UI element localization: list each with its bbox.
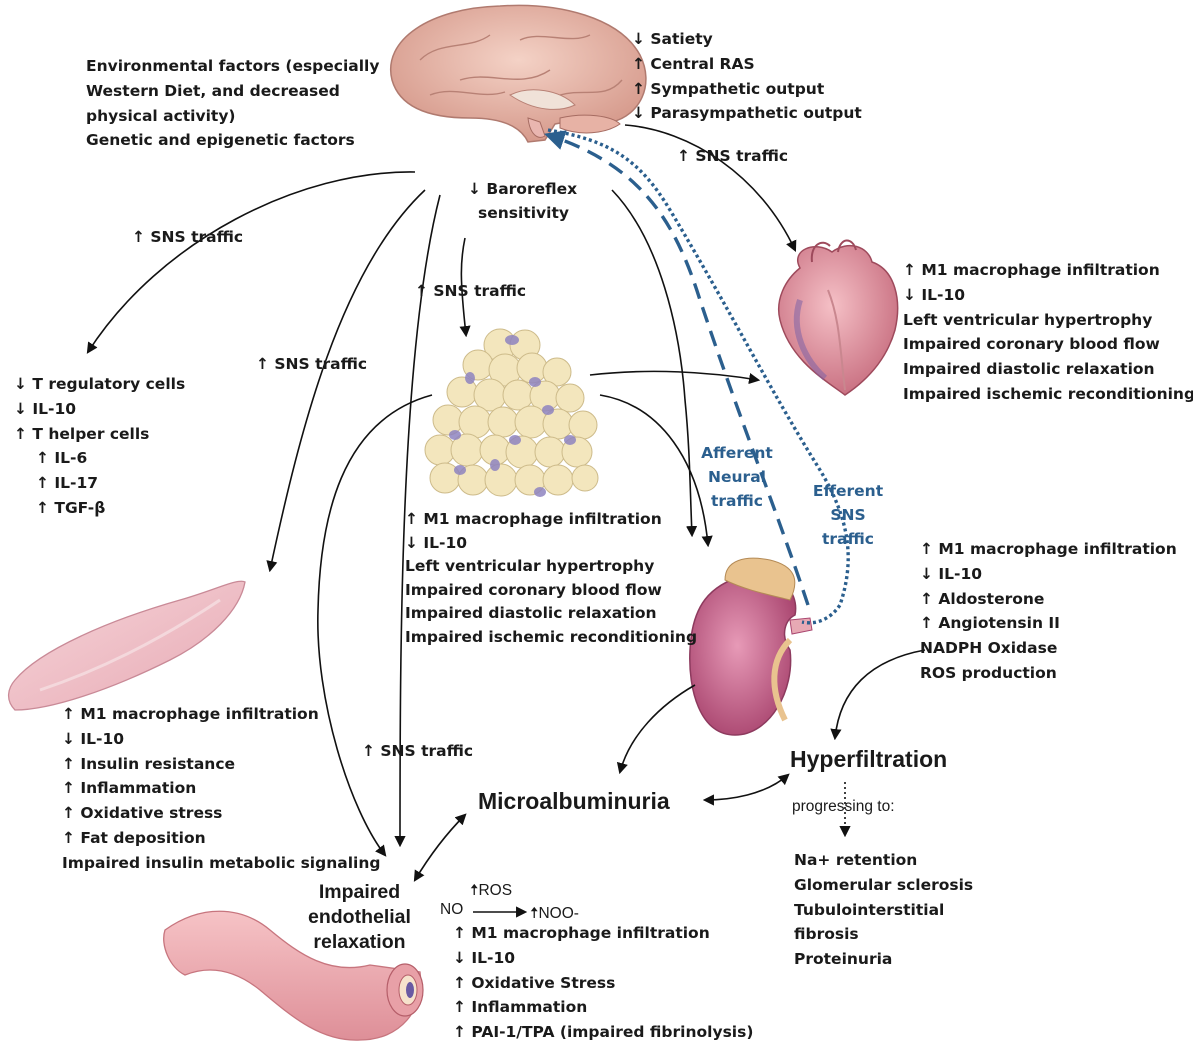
kidney-effect: ↑ Aldosterone xyxy=(920,587,1177,612)
vessel-effect: ↓ IL-10 xyxy=(453,946,753,971)
efferent-line: traffic xyxy=(806,527,890,551)
muscle-effects-list: ↑ M1 macrophage infiltration ↓ IL-10 ↑ I… xyxy=(62,702,380,876)
progressing-label: progressing to: xyxy=(792,798,895,816)
microalbuminuria-label: Microalbuminuria xyxy=(478,788,670,815)
vessel-effect: ↑ PAI-1/TPA (impaired fibrinolysis) xyxy=(453,1020,753,1045)
progression-item: fibrosis xyxy=(794,922,973,947)
progression-item: Tubulointerstitial xyxy=(794,898,973,923)
environment-line: Environmental factors (especially xyxy=(86,54,379,79)
efferent-line: Efferent xyxy=(806,479,890,503)
efferent-sns-label: Efferent SNS traffic xyxy=(806,479,890,551)
noo-text: NOO- xyxy=(538,905,578,922)
muscle-effect: ↓ IL-10 xyxy=(62,727,380,752)
immune-effect: ↓ T regulatory cells xyxy=(14,372,185,397)
environment-line: Western Diet, and decreased xyxy=(86,79,379,104)
heart-effect: Left ventricular hypertrophy xyxy=(903,308,1193,333)
heart-illustration xyxy=(779,240,898,395)
environment-line: Genetic and epigenetic factors xyxy=(86,128,379,153)
kidney-effect: ROS production xyxy=(920,661,1177,686)
endothelial-label: Impaired endothelial relaxation xyxy=(308,880,411,955)
immune-effect: ↑ IL-17 xyxy=(14,471,185,496)
endothelial-line: endothelial xyxy=(308,905,411,930)
progression-item: Proteinuria xyxy=(794,947,973,972)
environment-list: Environmental factors (especially Wester… xyxy=(86,54,379,153)
immune-effect: ↑ TGF-β xyxy=(14,496,185,521)
afferent-line: Afferent xyxy=(695,441,779,465)
afferent-line: traffic xyxy=(695,489,779,513)
muscle-effect: Impaired insulin metabolic signaling xyxy=(62,851,380,876)
immune-effect: ↑ IL-6 xyxy=(14,446,185,471)
vessel-effect: ↑ M1 macrophage infiltration xyxy=(453,921,753,946)
baroreflex-line: ↓ Baroreflex xyxy=(468,177,577,201)
brain-effect: ↓ Satiety xyxy=(632,27,862,52)
brain-effect: ↑ Sympathetic output xyxy=(632,77,862,102)
vessel-effects-list: ↑ M1 macrophage infiltration ↓ IL-10 ↑ O… xyxy=(453,921,753,1045)
immune-effect: ↑ T helper cells xyxy=(14,422,185,447)
heart-effect: Impaired coronary blood flow xyxy=(903,332,1193,357)
sns-traffic-label-muscle: ↑ SNS traffic xyxy=(256,355,367,373)
muscle-effect: ↑ Insulin resistance xyxy=(62,752,380,777)
immune-effects-list: ↓ T regulatory cells ↓ IL-10 ↑ T helper … xyxy=(14,372,185,521)
vessel-effect: ↑ Inflammation xyxy=(453,995,753,1020)
adipose-effect: ↓ IL-10 xyxy=(405,532,697,556)
baroreflex-line: sensitivity xyxy=(468,201,577,225)
ros-label: 🠅ROS xyxy=(470,878,512,905)
brain-effect: ↑ Central RAS xyxy=(632,52,862,77)
progression-item: Na+ retention xyxy=(794,848,973,873)
adipose-illustration xyxy=(425,329,598,496)
efferent-line: SNS xyxy=(806,503,890,527)
adipose-effect: ↑ M1 macrophage infiltration xyxy=(405,508,697,532)
adipose-effect: Impaired diastolic relaxation xyxy=(405,602,697,626)
adipose-effect: Impaired coronary blood flow xyxy=(405,579,697,603)
afferent-line: Neural xyxy=(695,465,779,489)
immune-effect: ↓ IL-10 xyxy=(14,397,185,422)
muscle-effect: ↑ Fat deposition xyxy=(62,826,380,851)
environment-line: physical activity) xyxy=(86,104,379,129)
kidney-effect: ↓ IL-10 xyxy=(920,562,1177,587)
adipose-effect: Left ventricular hypertrophy xyxy=(405,555,697,579)
brain-illustration xyxy=(391,5,646,142)
adipose-effect: Impaired ischemic reconditioning xyxy=(405,626,697,650)
muscle-effect: ↑ M1 macrophage infiltration xyxy=(62,702,380,727)
muscle-illustration xyxy=(9,581,245,710)
kidney-illustration xyxy=(690,558,812,735)
muscle-effect: ↑ Inflammation xyxy=(62,776,380,801)
heart-effect: ↓ IL-10 xyxy=(903,283,1193,308)
kidney-effect: NADPH Oxidase xyxy=(920,636,1177,661)
kidney-effect: ↑ Angiotensin II xyxy=(920,611,1177,636)
brain-effect: ↓ Parasympathetic output xyxy=(632,101,862,126)
sns-traffic-label-heart: ↑ SNS traffic xyxy=(677,147,788,165)
no-label: NO xyxy=(440,901,463,919)
heart-effect: Impaired diastolic relaxation xyxy=(903,357,1193,382)
endothelial-line: Impaired xyxy=(308,880,411,905)
progression-item: Glomerular sclerosis xyxy=(794,873,973,898)
adipose-effects-list: ↑ M1 macrophage infiltration ↓ IL-10 Lef… xyxy=(405,508,697,650)
heart-effect: ↑ M1 macrophage infiltration xyxy=(903,258,1193,283)
hyperfiltration-label: Hyperfiltration xyxy=(790,746,947,773)
brain-effects-list: ↓ Satiety ↑ Central RAS ↑ Sympathetic ou… xyxy=(632,27,862,126)
kidney-effects-list: ↑ M1 macrophage infiltration ↓ IL-10 ↑ A… xyxy=(920,537,1177,686)
kidney-effect: ↑ M1 macrophage infiltration xyxy=(920,537,1177,562)
afferent-neural-label: Afferent Neural traffic xyxy=(695,441,779,513)
heart-effects-list: ↑ M1 macrophage infiltration ↓ IL-10 Lef… xyxy=(903,258,1193,407)
endothelial-line: relaxation xyxy=(308,930,411,955)
sns-traffic-label-immune: ↑ SNS traffic xyxy=(132,228,243,246)
ros-text: ROS xyxy=(478,882,512,899)
heart-effect: Impaired ischemic reconditioning xyxy=(903,382,1193,407)
progression-list: Na+ retention Glomerular sclerosis Tubul… xyxy=(794,848,973,972)
vessel-effect: ↑ Oxidative Stress xyxy=(453,971,753,996)
muscle-effect: ↑ Oxidative stress xyxy=(62,801,380,826)
sns-traffic-label-adipose: ↑ SNS traffic xyxy=(415,282,526,300)
baroreflex-label: ↓ Baroreflex sensitivity xyxy=(468,177,577,225)
